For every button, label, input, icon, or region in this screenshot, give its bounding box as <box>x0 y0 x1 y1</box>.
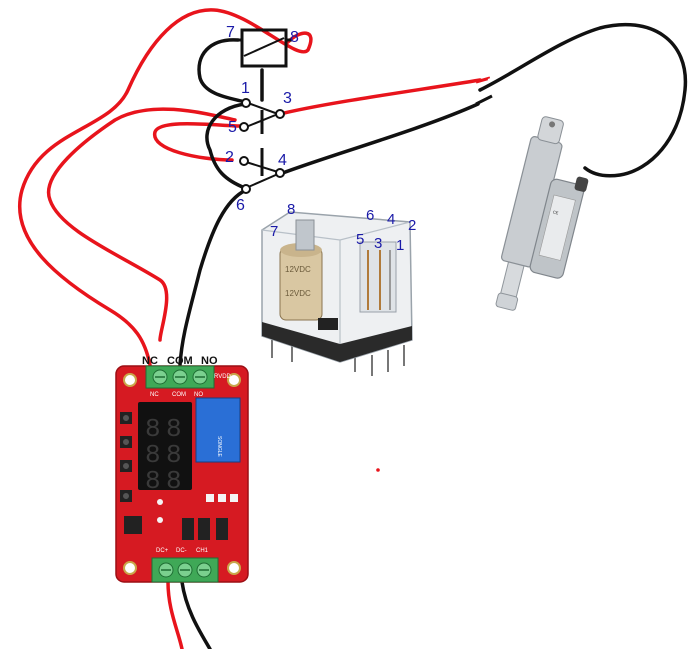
pcb-text-com: COM <box>172 392 186 398</box>
switch-arm-1-3 <box>247 102 279 115</box>
label-pin-4: 4 <box>278 152 287 169</box>
terminal-label-com: COM <box>167 355 193 367</box>
relay-coil <box>279 247 323 321</box>
terminal-1 <box>241 98 251 108</box>
relay-module: NC COM NO NC COM NO RVDD SONGLE 8 8 8 8 … <box>115 355 249 583</box>
relay-label-7: 7 <box>270 223 278 240</box>
switch-arm-5-3 <box>245 113 279 128</box>
svg-text:CE: CE <box>552 209 559 215</box>
relay-label-6: 6 <box>366 207 374 224</box>
pcb-text-rvdd: RVDD <box>214 374 232 380</box>
pcb-text-nc: NC <box>150 392 159 398</box>
label-pin-5: 5 <box>228 119 237 136</box>
coil-diagonal <box>243 37 285 57</box>
coil-box <box>240 28 288 68</box>
digit-6: 8 <box>166 466 182 496</box>
wire-1-to-6 <box>205 102 247 190</box>
digit-5: 8 <box>145 466 161 496</box>
stray-dot <box>376 468 380 472</box>
digit-4: 8 <box>166 440 182 470</box>
terminal-6 <box>241 184 251 194</box>
label-pin-1: 1 <box>241 80 250 97</box>
relay-label-8: 8 <box>287 201 295 218</box>
wire-coil7-pin1 <box>197 38 247 104</box>
terminal-label-no: NO <box>201 355 218 367</box>
module-buttons <box>120 412 132 502</box>
wire-coil8-to-nc <box>18 8 313 367</box>
module-relay <box>195 397 241 463</box>
module-relay-brand: SONGLE <box>216 436 222 458</box>
terminal-5 <box>239 122 249 132</box>
wire-power-red <box>166 580 184 649</box>
terminal-3 <box>275 109 285 119</box>
switch-arm-6-4 <box>245 173 279 189</box>
terminal-label-nc: NC <box>142 355 158 367</box>
label-coil-7: 7 <box>226 24 235 41</box>
seven-seg-display <box>138 402 192 490</box>
terminal-4 <box>275 168 285 178</box>
relay-schematic: 7 8 1 3 5 2 4 6 <box>225 24 299 214</box>
wire-power-black <box>180 580 212 649</box>
bottom-label-dcplus: DC+ <box>156 548 169 554</box>
digit-2: 8 <box>166 414 182 444</box>
relay-label-1: 1 <box>396 237 404 254</box>
bottom-label-dcminus: DC- <box>176 548 187 554</box>
pcb-text-no: NO <box>194 392 203 398</box>
relay-label-2: 2 <box>408 217 416 234</box>
relay-photo: 12VDC 12VDC 7 8 6 4 2 5 3 1 <box>261 201 416 376</box>
label-coil-8: 8 <box>290 29 299 46</box>
relay-body-text-1: 12VDC <box>285 265 311 274</box>
wire-actuator-cable <box>478 22 688 178</box>
terminal-2 <box>239 156 249 166</box>
label-pin-6: 6 <box>236 197 245 214</box>
relay-label-3: 3 <box>374 235 382 252</box>
linear-actuator: CE <box>475 75 589 311</box>
digit-3: 8 <box>145 440 161 470</box>
wire-loop-left-inner <box>46 107 237 342</box>
wire-pin6-com <box>178 188 248 367</box>
wire-pin4-actuator-black <box>278 102 480 176</box>
switch-arm-2-4 <box>245 161 279 173</box>
label-pin-3: 3 <box>283 90 292 107</box>
bottom-label-ch1: CH1 <box>196 548 209 554</box>
relay-label-4: 4 <box>387 211 395 228</box>
wire-pin3-actuator-red <box>278 78 482 116</box>
label-pin-2: 2 <box>225 149 234 166</box>
relay-body-text-2: 12VDC <box>285 289 311 298</box>
black-wires <box>178 22 688 649</box>
relay-label-5: 5 <box>356 231 364 248</box>
digit-1: 8 <box>145 414 161 444</box>
